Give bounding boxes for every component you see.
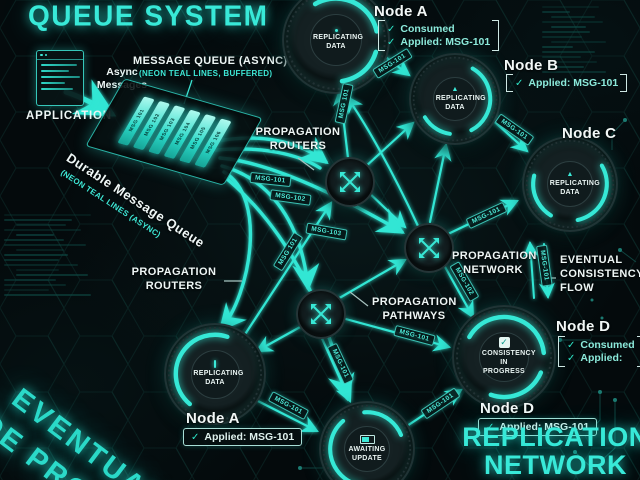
warning-triangle-icon: ▲ [566, 170, 574, 178]
check-icon: ✓ [387, 36, 396, 48]
node-d-consistency-circle: ✓ CONSISTENCY IN PROGRESS [452, 305, 556, 409]
node-c-title: Node C [562, 125, 617, 142]
status-row: ✓ Applied: [567, 352, 635, 364]
status-text: Applied: MSG-101 [528, 77, 619, 89]
node-b-status: ✓ Applied: MSG-101 [506, 74, 628, 92]
node-core-label: REPLICATING DATA [313, 33, 364, 50]
check-icon: ✓ [567, 352, 576, 364]
router-crossroads-icon [419, 238, 439, 258]
eventual-consistency-flow-label: EVENTUAL CONSISTENCY FLOW [560, 254, 640, 294]
node-core-label: REPLICATING DATA [193, 370, 244, 386]
check-icon: ✓ [515, 77, 524, 89]
status-row: ✓ Applied: MSG-101 [486, 421, 589, 433]
background-code-block-left [4, 214, 128, 296]
message-tag: MSG-101 [249, 171, 292, 188]
message-tag: MSG-101 [267, 391, 309, 420]
propagation-router-middle [404, 223, 454, 273]
router-crossroads-icon [311, 304, 331, 324]
message-tag: MSG-101 [536, 244, 553, 287]
status-text: Applied: [580, 352, 623, 364]
message-tag: MSG-102 [269, 189, 312, 206]
node-core-label: REPLICATING DATA [435, 94, 486, 111]
status-text: Consumed [580, 339, 635, 351]
node-core-label: REPLICATING DATA [549, 179, 600, 196]
status-text: Applied: MSG-101 [204, 431, 295, 443]
status-text: Consumed [400, 23, 455, 35]
awaiting-update-circle: AWAITING UPDATE [319, 401, 415, 480]
message-tag: MSG-101 [494, 113, 535, 146]
message-tag: MSG-103 [305, 222, 348, 241]
router-crossroads-icon [340, 172, 360, 192]
check-icon: ✓ [486, 421, 495, 433]
pending-update-icon [359, 434, 375, 444]
window-titlebar [37, 51, 83, 60]
node-a-top-circle: REPLICATING DATA [282, 0, 390, 94]
node-d-bottom-title: Node D [480, 400, 535, 417]
node-d-right-status: ✓ Consumed ✓ Applied: [558, 336, 640, 367]
page-title: QUEUE SYSTEM [28, 0, 269, 32]
propagation-routers-label-top: PROPAGATION ROUTERS [255, 126, 341, 152]
node-a-top-title: Node A [374, 3, 428, 20]
propagation-routers-label-left: PROPAGATION ROUTERS [131, 266, 217, 292]
sync-bar-icon [213, 360, 217, 369]
node-core-label: AWAITING UPDATE [348, 445, 386, 462]
node-b-circle: ▲ REPLICATING DATA [409, 53, 501, 145]
background-code-block-right [542, 6, 634, 73]
node-core-label: CONSISTENCY IN PROGRESS [481, 350, 536, 375]
node-d-bottom-status: ✓ Applied: MSG-101 [478, 418, 598, 436]
checkbox-icon: ✓ [498, 337, 510, 349]
message-tag: MSG 101 [272, 231, 304, 272]
status-row: ✓ Applied: MSG-101 [191, 431, 294, 443]
status-text: Applied: MSG-101 [499, 421, 590, 433]
node-a-top-status: ✓ Consumed ✓ Applied: MSG-101 [378, 20, 500, 51]
propagation-router-bottom [296, 289, 346, 339]
warning-triangle-icon: ▲ [451, 85, 459, 93]
replication-network-title: REPLICATION NETWORK [462, 422, 640, 480]
propagation-network-label: PROPAGATION NETWORK [452, 250, 537, 276]
message-queue-heading: MESSAGE QUEUE (ASYNC) [133, 55, 288, 67]
node-c-circle: ▲ REPLICATING DATA [522, 136, 618, 232]
check-icon: ✓ [567, 339, 576, 351]
application-window-icon [36, 50, 84, 106]
message-tag: MSG-101 [393, 324, 436, 347]
message-queue-subheading: (NEON TEAL LINES, BUFFERED) [139, 69, 273, 78]
node-a-bottom-circle: REPLICATING DATA [164, 323, 266, 425]
status-dot-icon [334, 28, 338, 32]
status-row: ✓ Applied: MSG-101 [515, 77, 618, 89]
status-row: ✓ Consumed [387, 23, 490, 35]
check-icon: ✓ [191, 431, 200, 443]
status-text: Applied: MSG-101 [400, 36, 491, 48]
message-tag: MSG-101 [465, 201, 508, 230]
node-d-right-title: Node D [556, 318, 611, 335]
node-a-bottom-title: Node A [186, 410, 240, 427]
status-row: ✓ Applied: MSG-101 [387, 36, 490, 48]
node-b-title: Node B [504, 57, 559, 74]
status-row: ✓ Consumed [567, 339, 635, 351]
durable-message-queue: MSG 101 MSG 102 MSG 103 MSG 104 MSG 105 … [85, 78, 263, 186]
message-tag: MSG-101 [326, 342, 354, 385]
propagation-pathways-label: PROPAGATION PATHWAYS [372, 296, 457, 322]
application-label: APPLICATION [26, 110, 112, 122]
check-icon: ✓ [387, 23, 396, 35]
node-a-bottom-status: ✓ Applied: MSG-101 [183, 428, 303, 446]
propagation-router-top [325, 157, 375, 207]
